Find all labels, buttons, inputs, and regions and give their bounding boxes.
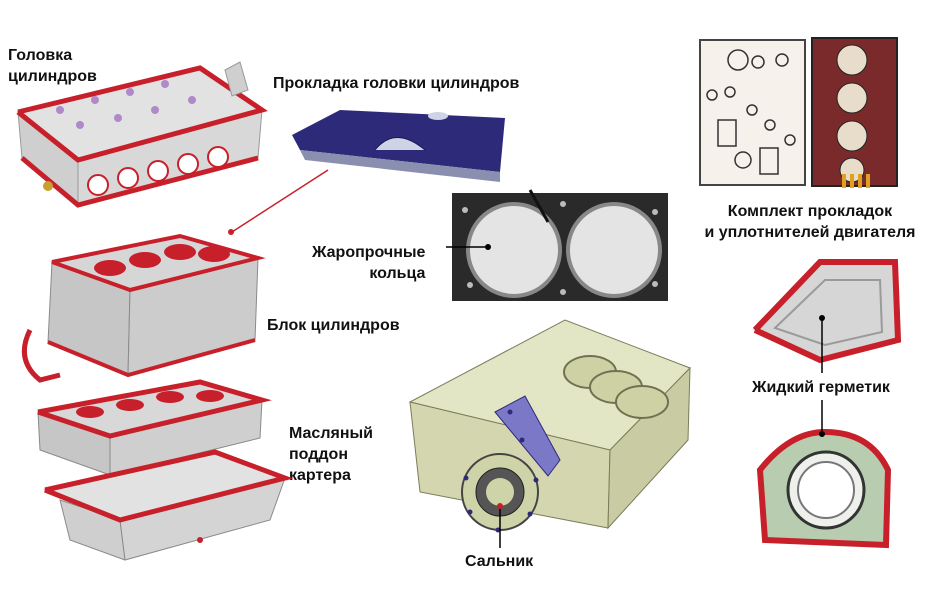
cylinder-head-illustration <box>16 61 268 208</box>
sealant-dot-lower <box>819 431 825 437</box>
seal-carrier-illustration <box>756 428 892 549</box>
gasket-to-block-line <box>231 169 329 233</box>
label-cylinder-head: Головка цилиндров <box>8 47 97 85</box>
label-heat-rings: Жаропрочные кольца <box>312 244 426 282</box>
head-gasket-illustration <box>292 110 505 182</box>
sealant-cover-upper-illustration <box>752 259 902 364</box>
gasket-to-block-dot <box>228 229 234 235</box>
oil-pan-lower-illustration <box>43 449 294 561</box>
label-gasket-kit: Комплект прокладок и уплотнителей двигат… <box>704 203 916 241</box>
label-cylinder-block: Блок цилиндров <box>267 317 400 334</box>
label-oil-seal: Сальник <box>465 553 534 570</box>
label-liquid-sealant: Жидкий герметик <box>752 379 890 396</box>
sealant-dot-upper <box>819 315 825 321</box>
oil-seal-dot <box>497 503 503 509</box>
heat-rings-dot <box>485 244 491 250</box>
label-oil-pan: Масляный поддон картера <box>289 425 373 484</box>
cylinder-block-illustration <box>21 233 266 383</box>
heat-rings-photo <box>452 189 668 301</box>
center-block-illustration <box>408 319 691 533</box>
label-head-gasket: Прокладка головки цилиндров <box>273 75 520 92</box>
oil-pan-upper-illustration <box>37 379 272 476</box>
gasket-kit-illustration <box>699 37 898 188</box>
